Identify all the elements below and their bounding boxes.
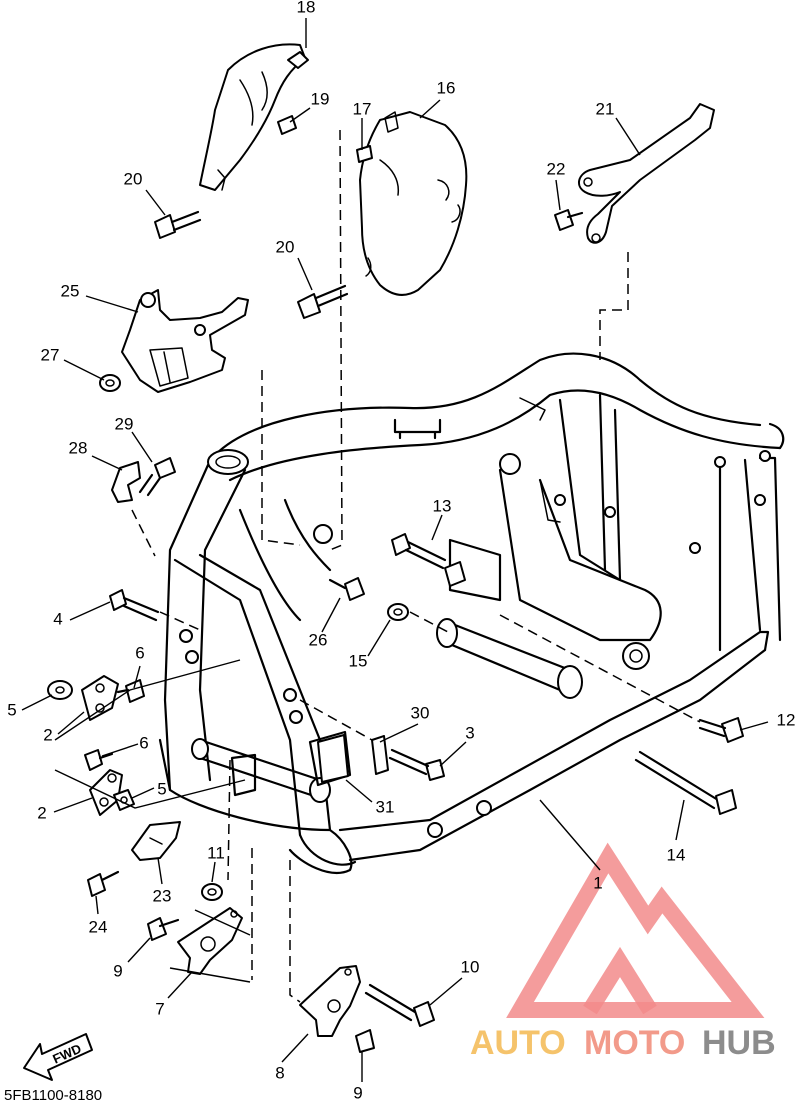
callout-29: 29 (115, 414, 134, 433)
callout-16: 16 (437, 78, 456, 97)
callout-27: 27 (41, 345, 60, 364)
callout-2-top: 2 (43, 725, 52, 744)
left-hardware (47, 589, 160, 816)
callout-24: 24 (89, 917, 108, 936)
callout-20-top: 20 (124, 169, 143, 188)
watermark-moto: MOTO (584, 1024, 685, 1062)
right-hardware (317, 533, 744, 815)
callout-6-mid: 6 (139, 733, 148, 752)
callout-3: 3 (465, 723, 474, 742)
watermark-auto: AUTO (470, 1024, 566, 1062)
callout-13: 13 (433, 496, 452, 515)
callout-31: 31 (376, 797, 395, 816)
callout-labels: 18 19 17 16 21 20 22 20 25 27 29 28 13 4… (7, 0, 795, 1102)
callout-15: 15 (349, 651, 368, 670)
diagram-code: 5FB1100-8180 (4, 1087, 102, 1104)
callout-22: 22 (547, 159, 566, 178)
cover-right (297, 111, 468, 319)
callout-30: 30 (411, 703, 430, 722)
callout-10: 10 (461, 957, 480, 976)
callout-26: 26 (309, 630, 328, 649)
callout-25: 25 (61, 281, 80, 300)
leader-lines (21, 18, 769, 1082)
callout-9-bottom: 9 (353, 1083, 362, 1102)
bracket-25 (99, 289, 249, 503)
callout-19: 19 (311, 89, 330, 108)
callout-11: 11 (207, 843, 225, 862)
cover-left (154, 43, 309, 239)
callout-1: 1 (593, 873, 602, 892)
callout-14: 14 (667, 845, 686, 864)
callout-28: 28 (69, 438, 88, 457)
fwd-arrow-icon: FWD (23, 1033, 93, 1081)
watermark-hub: HUB (702, 1024, 776, 1062)
callout-12: 12 (777, 710, 796, 729)
callout-17: 17 (353, 99, 372, 118)
callout-8: 8 (275, 1063, 284, 1082)
assembly-lines (131, 129, 701, 1003)
callout-4: 4 (53, 609, 62, 628)
callout-5-mid: 5 (157, 779, 166, 798)
grouping-lines (54, 659, 251, 983)
callout-6-top: 6 (135, 643, 144, 662)
callout-18: 18 (297, 0, 316, 16)
callout-9-mid: 9 (113, 961, 122, 980)
callout-2-bottom: 2 (37, 803, 46, 822)
watermark-logo: AUTO MOTO HUB (470, 842, 776, 1062)
callout-7: 7 (155, 999, 164, 1018)
callout-23: 23 (153, 886, 172, 905)
main-frame (158, 352, 785, 874)
fwd-label: FWD (50, 1041, 83, 1067)
callout-21: 21 (596, 99, 615, 118)
callout-20-mid: 20 (276, 237, 295, 256)
callout-5-top: 5 (7, 700, 16, 719)
bracket-21 (554, 103, 715, 244)
